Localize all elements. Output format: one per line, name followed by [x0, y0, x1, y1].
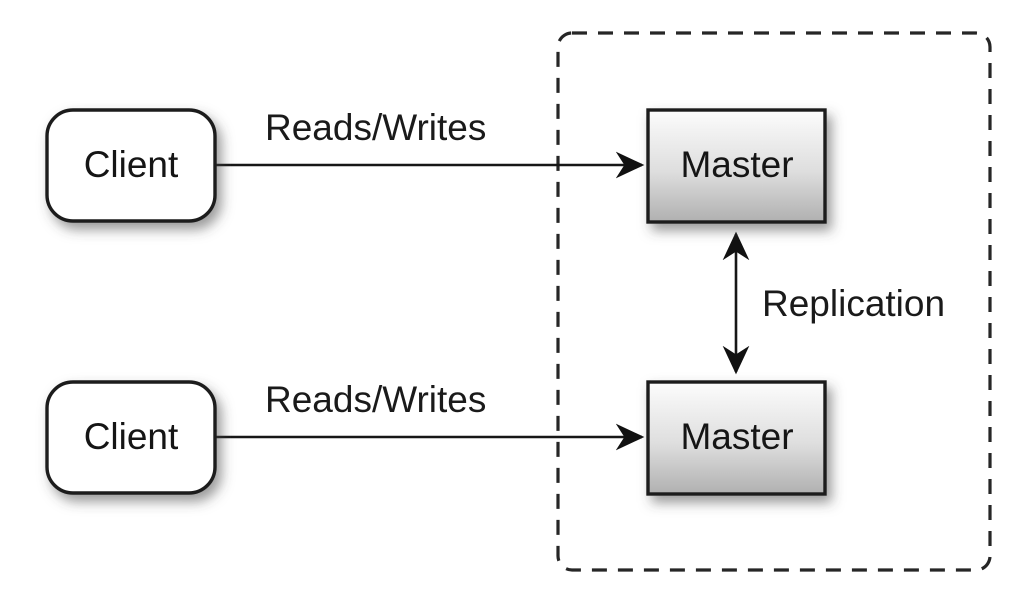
node-master-bottom[interactable]: Master	[646, 380, 827, 496]
edge-label-reads-writes-bottom: Reads/Writes	[265, 379, 486, 420]
edge-label-replication: Replication	[762, 283, 945, 324]
replication-cluster-boundary	[556, 31, 992, 572]
node-client-top[interactable]: Client	[45, 108, 217, 223]
node-client-bottom[interactable]: Client	[45, 380, 217, 495]
edge-label-reads-writes-top: Reads/Writes	[265, 107, 486, 148]
master-top-label: Master	[680, 144, 793, 185]
client-bottom-shape[interactable]	[45, 380, 217, 495]
master-top-shape[interactable]	[646, 108, 827, 224]
master-bottom-shape[interactable]	[646, 380, 827, 496]
node-master-top[interactable]: Master	[646, 108, 827, 224]
master-bottom-label: Master	[680, 416, 793, 457]
client-top-shape[interactable]	[45, 108, 217, 223]
client-top-label: Client	[84, 144, 179, 185]
client-bottom-label: Client	[84, 416, 179, 457]
